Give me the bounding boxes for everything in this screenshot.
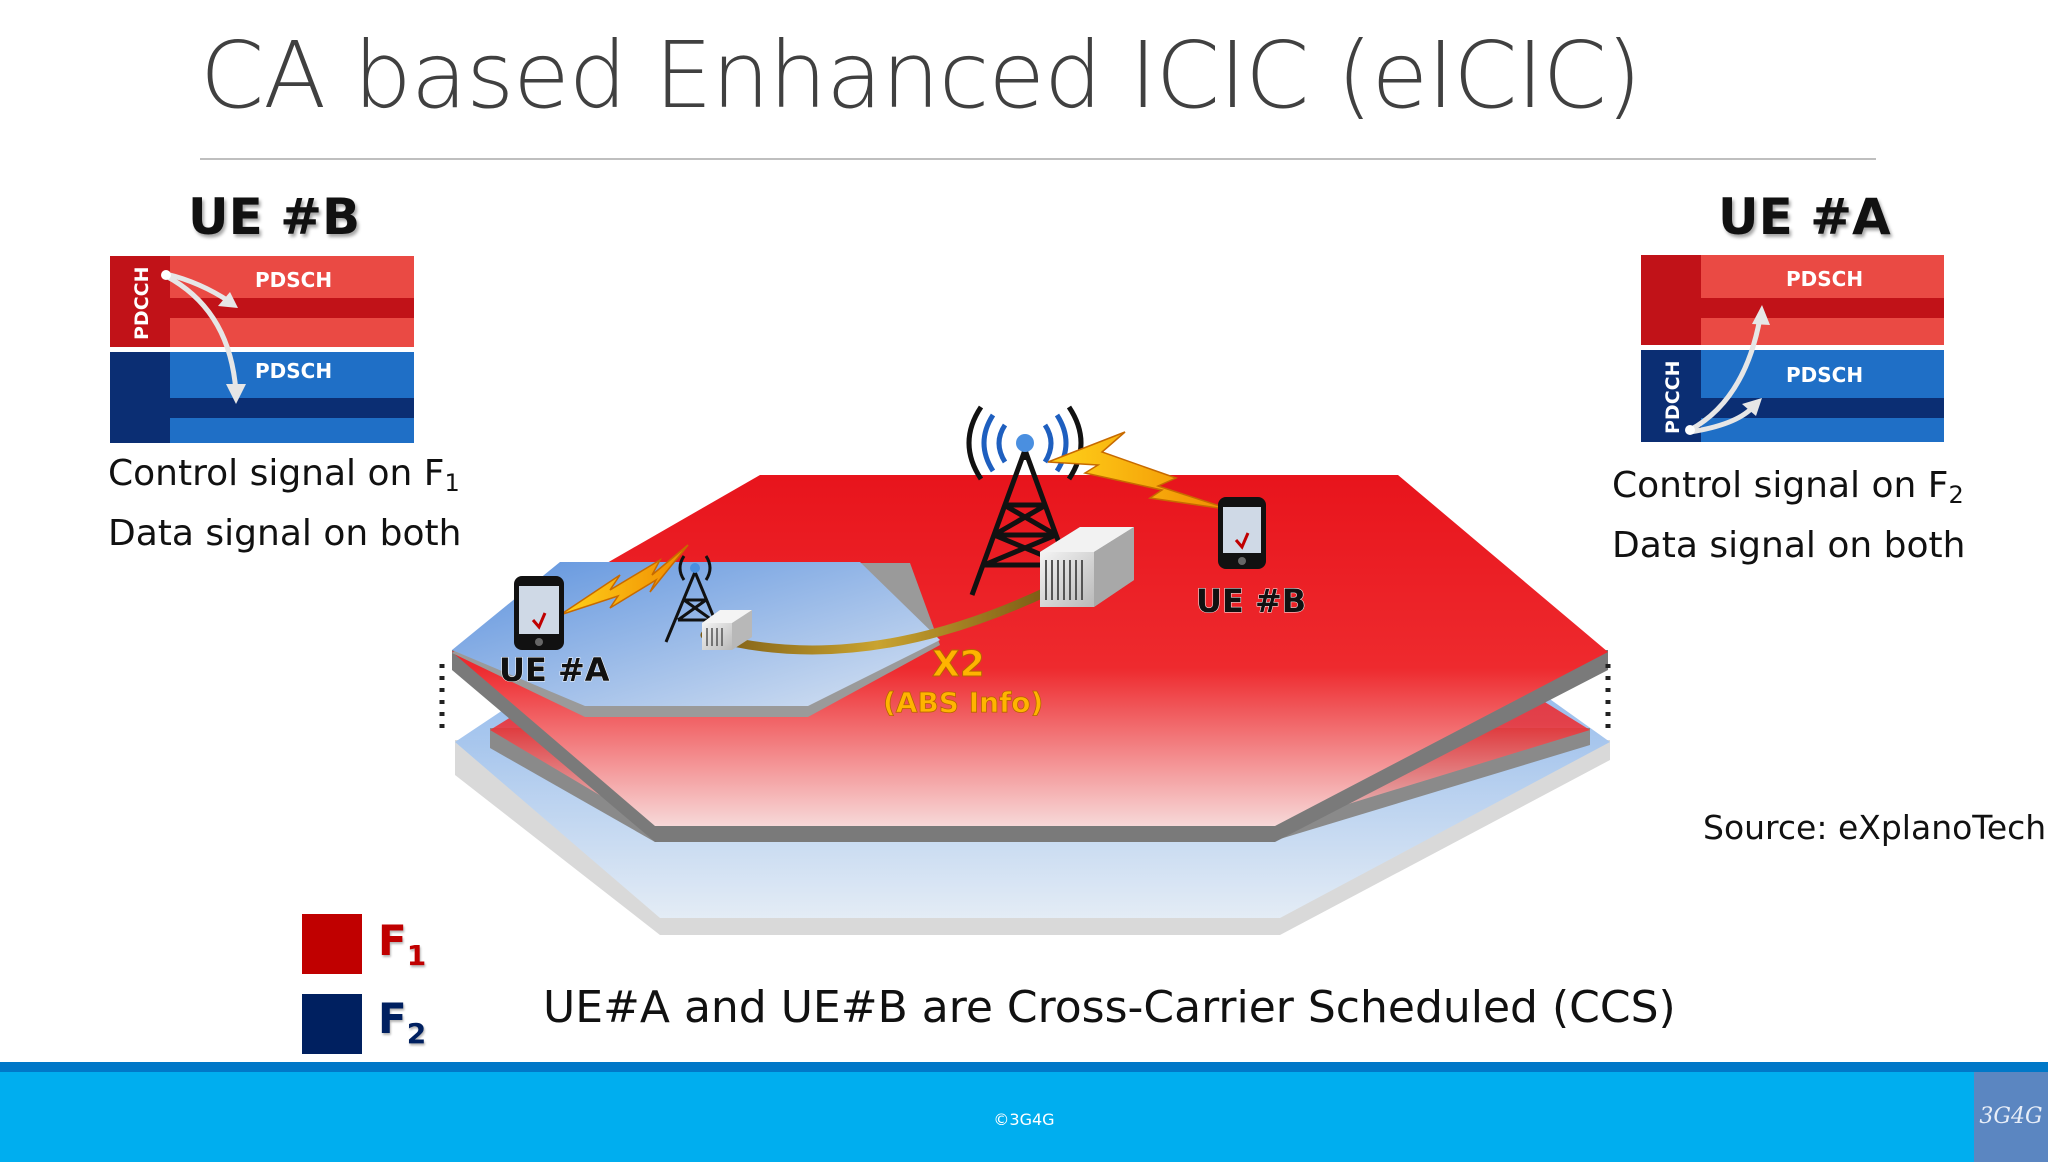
x2-sub-label: (ABS Info): [883, 686, 1043, 719]
small-cell-tower-icon: [664, 555, 726, 643]
legend-f2-swatch: [302, 994, 362, 1054]
macro-enb-box-icon: [1040, 527, 1134, 607]
ue-a-pdsch-top-label: PDSCH: [1786, 267, 1863, 291]
source-credit: Source: eXplanoTech: [1703, 808, 2047, 847]
ue-b-arrow-to-f2: [164, 273, 239, 393]
ue-b-pdsch-top-label: PDSCH: [255, 268, 332, 292]
ue-b-resource-grid: PDCCH PDSCH PDSCH: [110, 256, 414, 443]
ue-b-control-line: Control signal on F1: [108, 453, 460, 497]
ue-a-pdsch-bottom-label: PDSCH: [1786, 363, 1863, 387]
brand-logo: 3G4G: [1974, 1072, 2048, 1162]
ue-a-device-label: UE #A: [499, 651, 610, 689]
ue-a-pdcch-label: PDCCH: [1662, 361, 1684, 435]
ue-a-phone-icon: [514, 576, 564, 650]
small-enb-box-icon: [702, 610, 752, 650]
ue-b-arrow-to-f1: [165, 271, 232, 305]
ue-b-pdcch-block: [110, 256, 170, 347]
legend-f1-label: F1: [378, 916, 427, 972]
page-title: CA based Enhanced ICIC (eICIC): [200, 22, 1642, 129]
ue-a-arrow-to-f1: [1688, 317, 1763, 433]
ue-b-phone-icon: [1218, 497, 1266, 569]
macro-tower: [966, 405, 1084, 596]
ue-b-device-label: UE #B: [1196, 582, 1306, 620]
legend-f2-label: F2: [378, 994, 427, 1050]
ue-b-pdcch-label: PDCCH: [131, 267, 153, 341]
ue-a-description: Control signal on F2 Data signal on both: [1612, 456, 1965, 576]
ue-a-heading: UE #A: [1718, 188, 1891, 246]
ue-b-data-line: Data signal on both: [108, 513, 462, 554]
small-to-ue-a-bolt: [559, 544, 689, 616]
ue-b-f2-left: [110, 352, 170, 443]
x2-label: X2: [932, 644, 985, 685]
ue-b-pdsch-bottom-label: PDSCH: [255, 359, 332, 383]
ue-a-arrow-to-f2: [1689, 406, 1754, 435]
footer-bar: ©3G4G 3G4G: [0, 1062, 2048, 1162]
ccs-caption: UE#A and UE#B are Cross-Carrier Schedule…: [543, 982, 1676, 1033]
ue-a-data-line: Data signal on both: [1612, 525, 1966, 566]
ue-a-resource-grid: PDCCH PDSCH PDSCH: [1641, 255, 1944, 442]
ue-b-description: Control signal on F1 Data signal on both: [108, 444, 461, 564]
ue-a-f2-band-dark: [1701, 398, 1944, 418]
ue-b-f2-band-dark: [170, 398, 414, 418]
x2-backhaul-cable: [700, 585, 1055, 655]
small-cell-top: [452, 562, 940, 706]
ue-a-f1-band-dark: [1701, 298, 1944, 318]
copyright-text: ©3G4G: [993, 1110, 1055, 1129]
legend-f1-swatch: [302, 914, 362, 974]
cell-layers: [439, 475, 1611, 935]
ue-b-heading: UE #B: [188, 188, 361, 246]
title-divider: [200, 158, 1876, 160]
ue-a-control-line: Control signal on F2: [1612, 465, 1964, 509]
macro-tower-icon: [969, 449, 1081, 596]
ue-a-f1-left: [1641, 255, 1701, 345]
macro-antenna-icon: [1016, 434, 1034, 452]
